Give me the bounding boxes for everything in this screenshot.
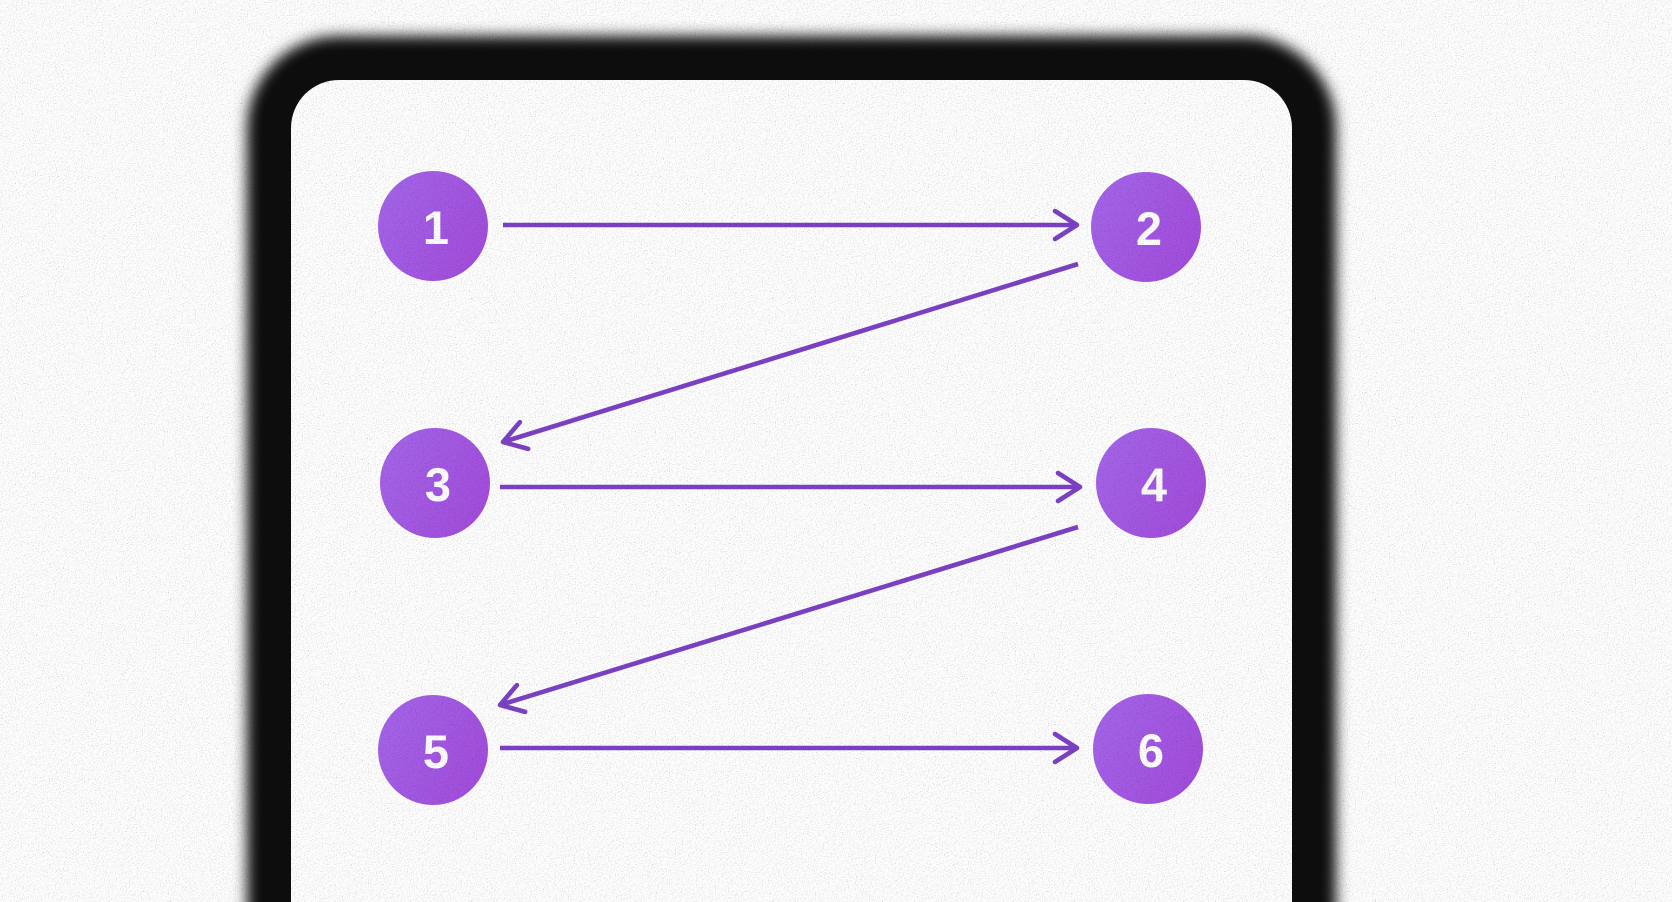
node-1: 1	[378, 171, 488, 281]
node-2-label: 2	[1135, 201, 1163, 255]
node-3: 3	[380, 428, 490, 538]
node-5-label: 5	[422, 724, 450, 778]
node-4: 4	[1096, 428, 1206, 538]
node-1-label: 1	[422, 200, 450, 254]
node-5: 5	[378, 695, 488, 805]
node-3-label: 3	[424, 457, 452, 511]
node-4-label: 4	[1140, 457, 1168, 511]
node-2: 2	[1091, 172, 1201, 282]
node-6: 6	[1093, 694, 1203, 804]
node-6-label: 6	[1137, 723, 1165, 777]
